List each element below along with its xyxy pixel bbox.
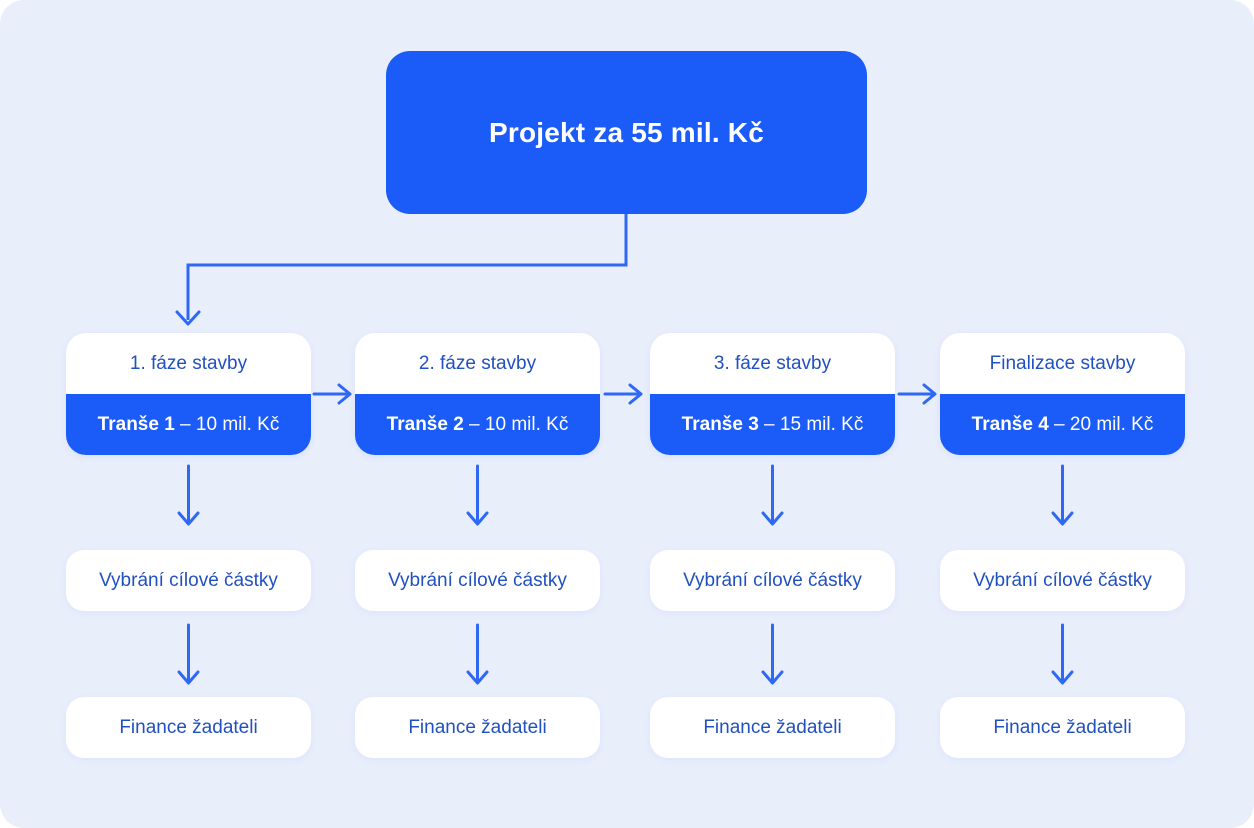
phase-label-text: 3. fáze stavby bbox=[713, 352, 832, 374]
tranche-label: Tranše 1 – 10 mil. Kč bbox=[66, 394, 311, 455]
collection-label: Vybrání cílové částky bbox=[388, 569, 567, 591]
tranche-amount: – 10 mil. Kč bbox=[174, 413, 280, 435]
tranche-label: Tranše 3 – 15 mil. Kč bbox=[650, 394, 895, 455]
phase-node: 3. fáze stavby Tranše 3 – 15 mil. Kč bbox=[650, 333, 895, 455]
tranche-name: Tranše 1 bbox=[97, 413, 175, 435]
phase-label: 1. fáze stavby bbox=[66, 333, 311, 394]
project-total-label: Projekt za 55 mil. Kč bbox=[489, 116, 764, 148]
phase-label-text: Finalizace stavby bbox=[989, 352, 1136, 374]
right-arrow-icon bbox=[312, 383, 352, 405]
phase-node: Finalizace stavby Tranše 4 – 20 mil. Kč bbox=[940, 333, 1185, 455]
right-arrow-icon bbox=[897, 383, 937, 405]
phase-label-text: 2. fáze stavby bbox=[418, 352, 537, 374]
tranche-amount: – 20 mil. Kč bbox=[1048, 413, 1154, 435]
tranche-amount: – 15 mil. Kč bbox=[758, 413, 864, 435]
down-arrow-icon bbox=[761, 464, 784, 526]
tranche-name: Tranše 2 bbox=[386, 413, 464, 435]
down-arrow-icon bbox=[1051, 623, 1074, 685]
right-arrow-icon bbox=[603, 383, 643, 405]
collection-node: Vybrání cílové částky bbox=[355, 550, 600, 611]
phase-label: 2. fáze stavby bbox=[355, 333, 600, 394]
tranche-name: Tranše 3 bbox=[681, 413, 759, 435]
phase-column-2: 2. fáze stavby Tranše 2 – 10 mil. Kč Vyb… bbox=[355, 333, 600, 763]
phase-node: 1. fáze stavby Tranše 1 – 10 mil. Kč bbox=[66, 333, 311, 455]
elbow-connector-arrow-icon bbox=[175, 214, 628, 326]
project-total-node: Projekt za 55 mil. Kč bbox=[386, 51, 867, 214]
collection-label: Vybrání cílové částky bbox=[683, 569, 862, 591]
tranche-label: Tranše 4 – 20 mil. Kč bbox=[940, 394, 1185, 455]
down-arrow-icon bbox=[466, 623, 489, 685]
finance-node: Finance žadateli bbox=[650, 697, 895, 758]
collection-label: Vybrání cílové částky bbox=[99, 569, 278, 591]
phase-column-1: 1. fáze stavby Tranše 1 – 10 mil. Kč Vyb… bbox=[66, 333, 311, 763]
phase-column-3: 3. fáze stavby Tranše 3 – 15 mil. Kč Vyb… bbox=[650, 333, 895, 763]
finance-label: Finance žadateli bbox=[119, 716, 258, 738]
down-arrow-icon bbox=[177, 464, 200, 526]
down-arrow-icon bbox=[466, 464, 489, 526]
collection-node: Vybrání cílové částky bbox=[940, 550, 1185, 611]
finance-label: Finance žadateli bbox=[993, 716, 1132, 738]
collection-node: Vybrání cílové částky bbox=[66, 550, 311, 611]
phase-label-text: 1. fáze stavby bbox=[129, 352, 248, 374]
phase-node: 2. fáze stavby Tranše 2 – 10 mil. Kč bbox=[355, 333, 600, 455]
tranche-amount: – 10 mil. Kč bbox=[463, 413, 569, 435]
tranche-label: Tranše 2 – 10 mil. Kč bbox=[355, 394, 600, 455]
finance-node: Finance žadateli bbox=[940, 697, 1185, 758]
phase-label: Finalizace stavby bbox=[940, 333, 1185, 394]
collection-label: Vybrání cílové částky bbox=[973, 569, 1152, 591]
down-arrow-icon bbox=[177, 623, 200, 685]
finance-label: Finance žadateli bbox=[408, 716, 547, 738]
tranche-name: Tranše 4 bbox=[971, 413, 1049, 435]
down-arrow-icon bbox=[761, 623, 784, 685]
finance-node: Finance žadateli bbox=[355, 697, 600, 758]
finance-node: Finance žadateli bbox=[66, 697, 311, 758]
phase-column-4: Finalizace stavby Tranše 4 – 20 mil. Kč … bbox=[940, 333, 1185, 763]
finance-label: Finance žadateli bbox=[703, 716, 842, 738]
phase-label: 3. fáze stavby bbox=[650, 333, 895, 394]
collection-node: Vybrání cílové částky bbox=[650, 550, 895, 611]
down-arrow-icon bbox=[1051, 464, 1074, 526]
